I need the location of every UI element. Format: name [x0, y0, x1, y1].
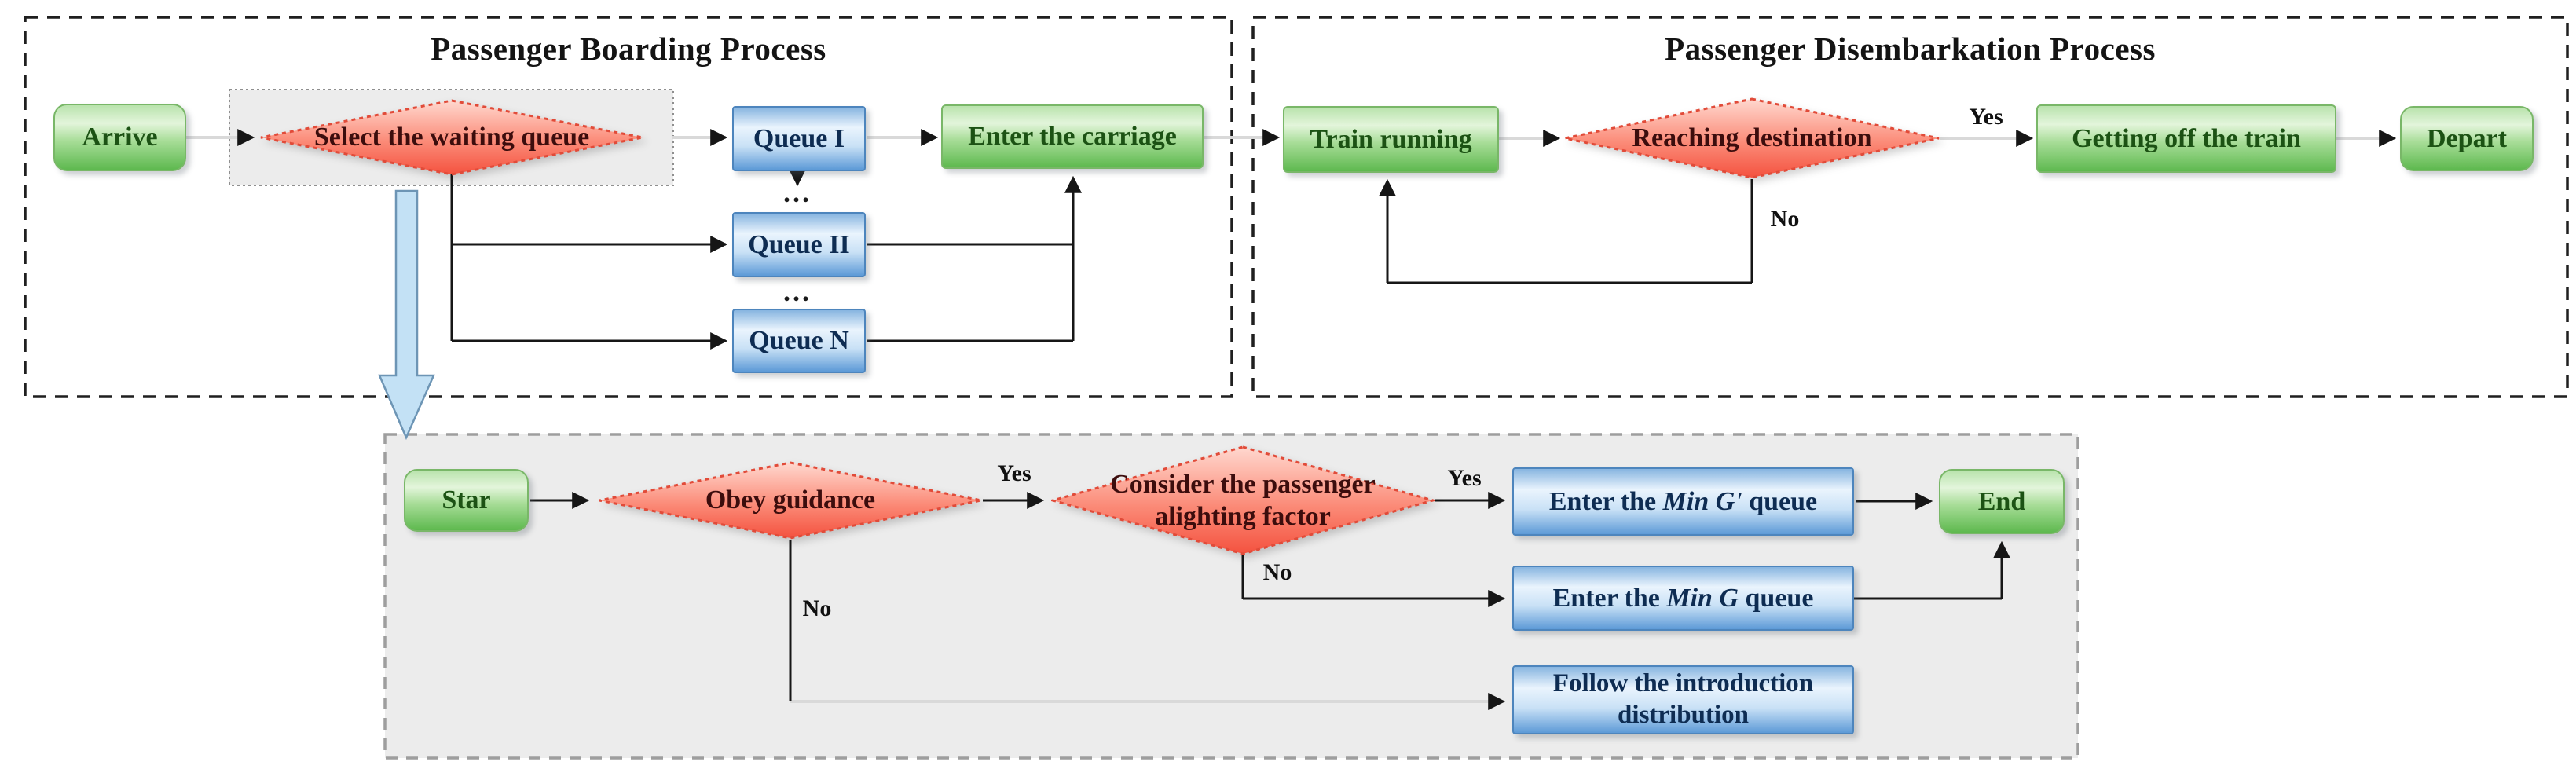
node-select-waiting-queue-diamond: [260, 99, 643, 176]
disembark-process-title: Passenger Disembarkation Process: [1665, 31, 2156, 67]
node-depart: Depart: [2400, 106, 2534, 171]
ellipsis-queues-2: ...: [783, 276, 812, 307]
node-train-running: Train running: [1283, 106, 1499, 173]
label-no-disembark: No: [1770, 206, 1800, 232]
node-end: End: [1939, 469, 2065, 534]
node-obey-guidance-label: Obey guidance: [705, 485, 876, 515]
node-getting-off-train: Getting off the train: [2036, 104, 2336, 173]
node-arrive: Arrive: [53, 104, 186, 171]
label-no-obey: No: [802, 595, 832, 621]
label-yes-consider: Yes: [1447, 465, 1482, 491]
boarding-panel-border: [24, 16, 1233, 398]
node-reaching-destination-diamond: [1564, 97, 1940, 179]
label-yes-obey: Yes: [997, 460, 1031, 486]
ellipsis-queues-1: ...: [783, 177, 812, 208]
node-start: Star: [404, 469, 529, 532]
node-queue-1: Queue I: [732, 106, 866, 171]
node-consider-factor-label: Consider the passenger alighting factor: [1110, 469, 1376, 531]
node-follow-introduction-distribution: Follow the introduction distribution: [1512, 665, 1854, 734]
node-enter-min-g-queue: Enter the Min G queue: [1512, 566, 1854, 631]
node-queue-2: Queue II: [732, 212, 866, 277]
node-select-waiting-queue-label: Select the waiting queue: [313, 123, 590, 152]
node-enter-carriage: Enter the carriage: [941, 104, 1204, 169]
boarding-process-title: Passenger Boarding Process: [431, 31, 826, 67]
node-queue-n: Queue N: [732, 309, 866, 373]
node-enter-min-g-prime-queue: Enter the Min G' queue: [1512, 467, 1854, 536]
subprocess-expand-arrow-icon: [378, 189, 435, 441]
label-yes-disembark: Yes: [1969, 104, 2003, 130]
node-consider-factor-diamond: [1051, 445, 1435, 555]
label-no-consider: No: [1262, 559, 1292, 585]
node-obey-guidance-diamond: [599, 461, 982, 540]
disembark-panel-border: [1251, 16, 2569, 398]
node-reaching-destination-label: Reaching destination: [1632, 123, 1872, 153]
